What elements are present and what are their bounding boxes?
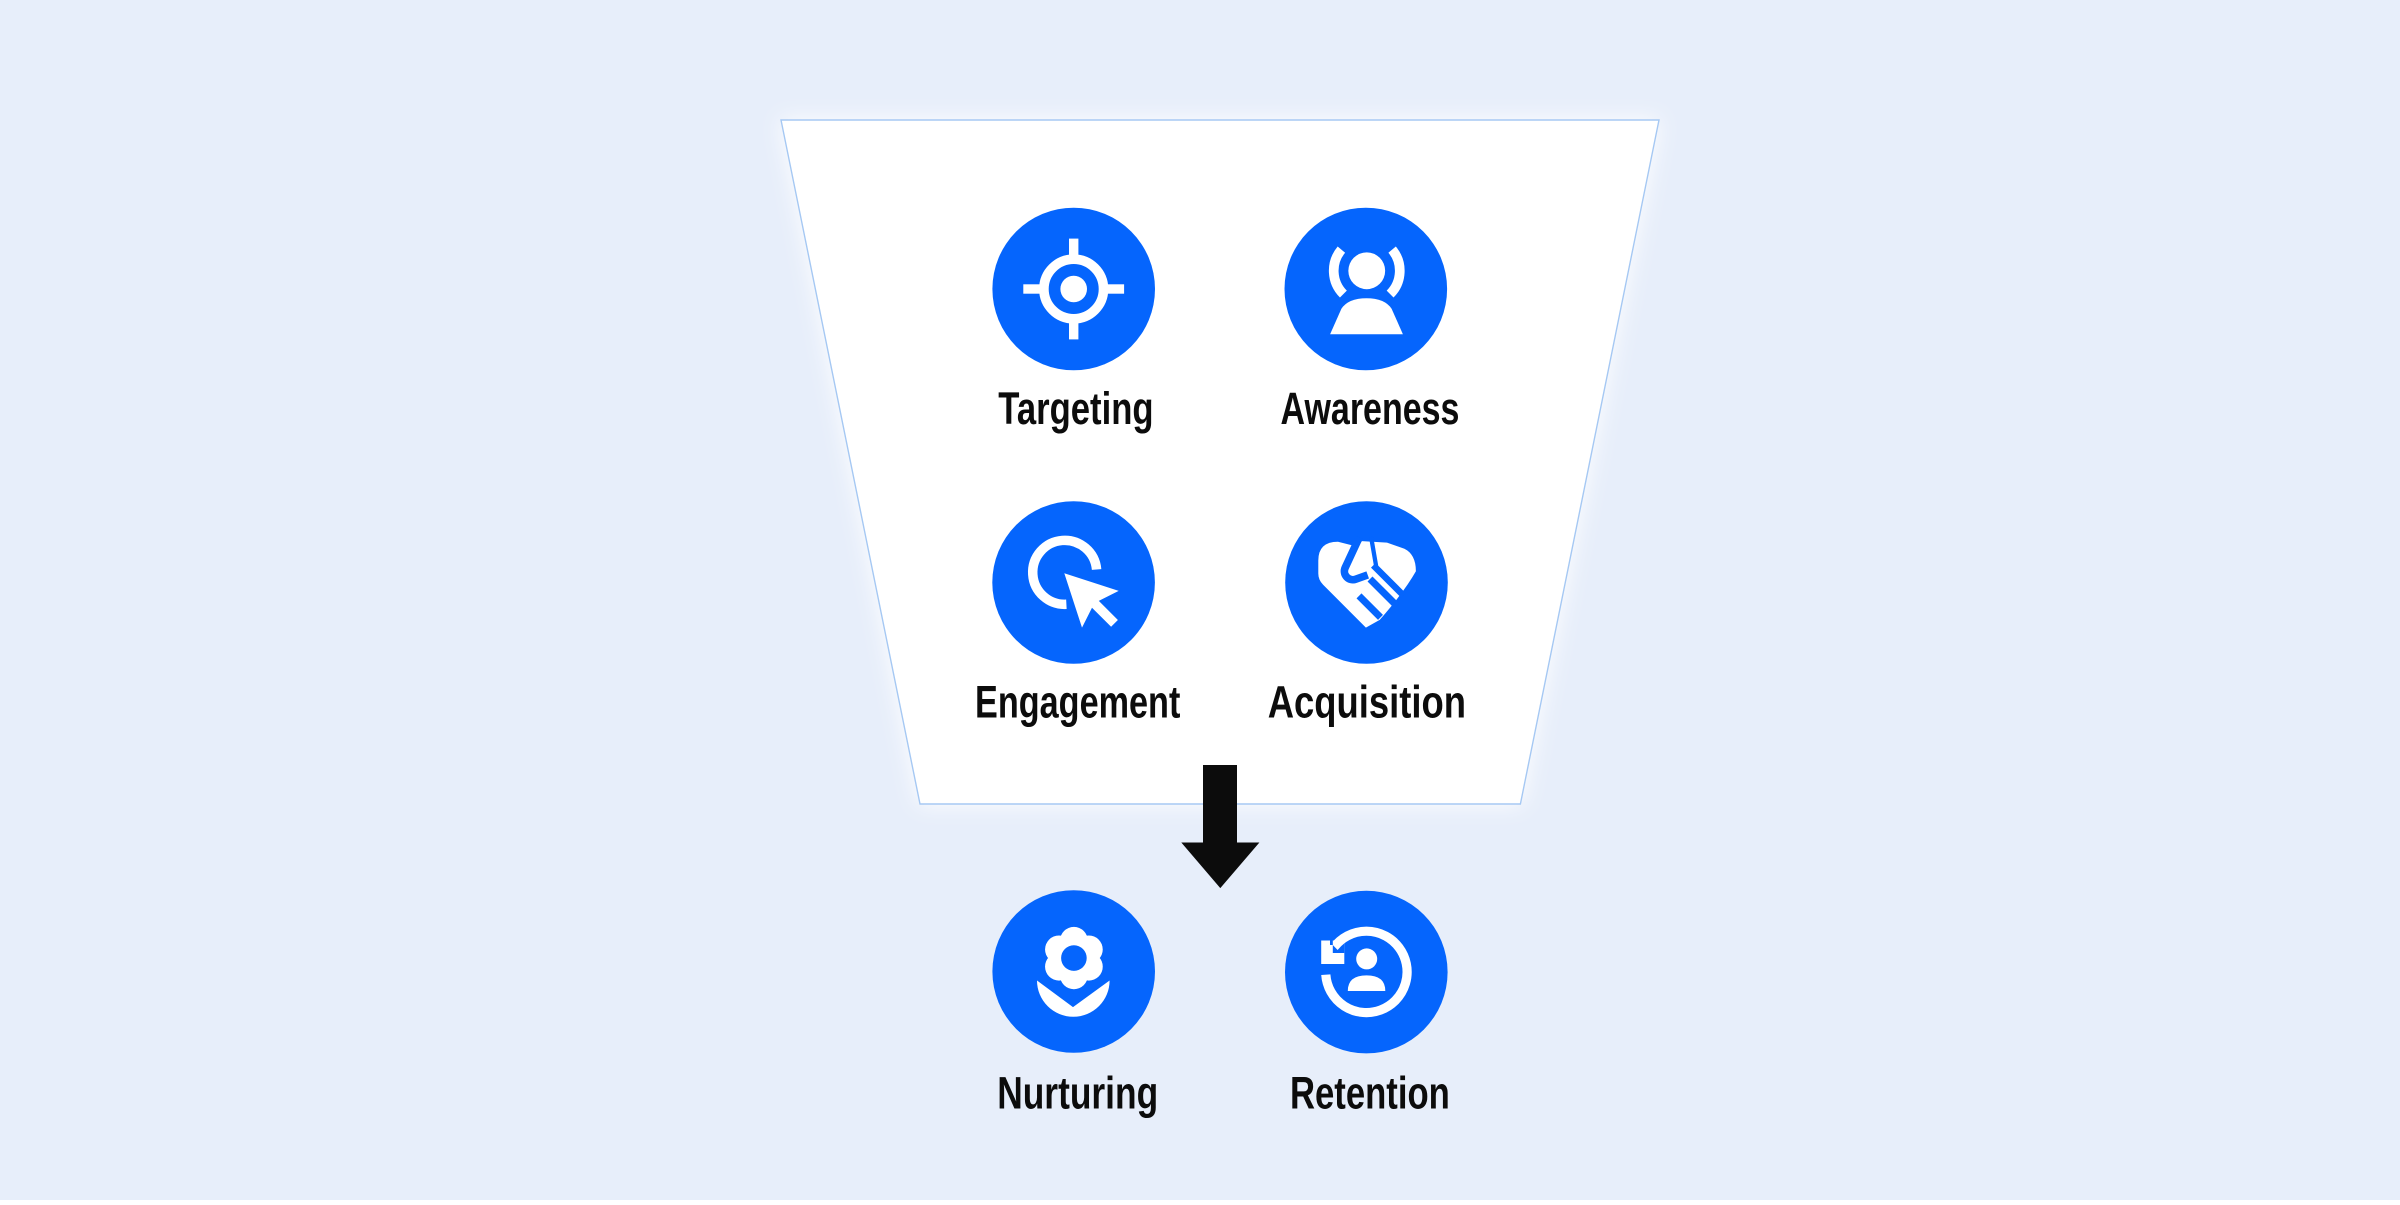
svg-text:Targeting: Targeting xyxy=(998,383,1153,434)
svg-text:Nurturing: Nurturing xyxy=(997,1067,1158,1118)
svg-text:Retention: Retention xyxy=(1290,1067,1450,1118)
svg-text:Awareness: Awareness xyxy=(1281,383,1460,434)
svg-text:Engagement: Engagement xyxy=(975,677,1180,728)
svg-text:Acquisition: Acquisition xyxy=(1268,677,1466,728)
